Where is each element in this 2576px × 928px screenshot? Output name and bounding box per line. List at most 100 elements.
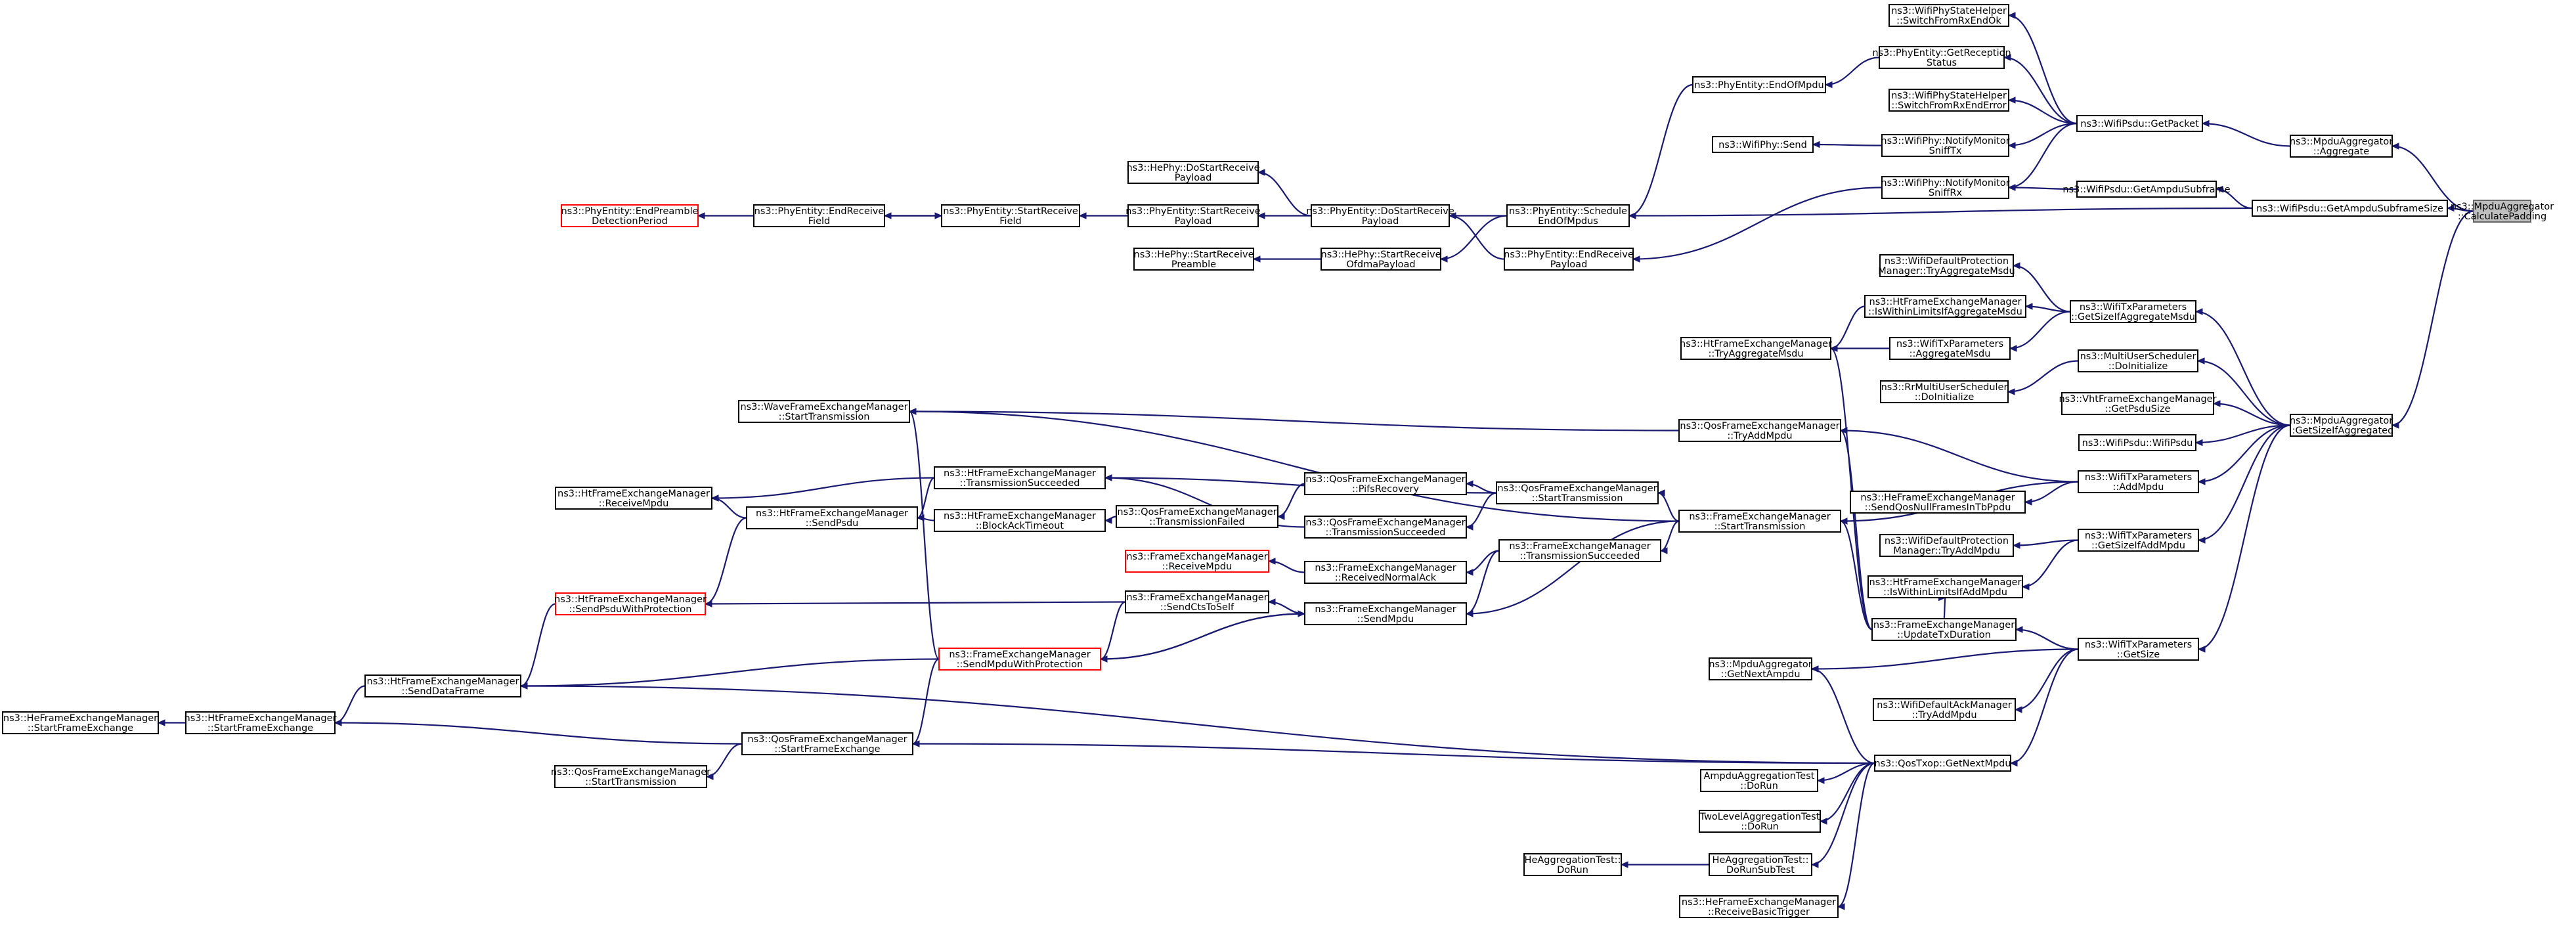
edge-arrowhead xyxy=(1810,665,1819,673)
node-label-line: ::AddMpdu xyxy=(2113,482,2164,493)
edge-line xyxy=(2013,265,2071,313)
node-getAmpduSubframeSize[interactable]: ns3::WifiPsdu::GetAmpduSubframeSize xyxy=(2252,200,2448,217)
node-wifiPhySend[interactable]: ns3::WifiPhy::Send xyxy=(1712,136,1814,153)
node-feReceivedNormalAck[interactable]: ns3::FrameExchangeManager::ReceivedNorma… xyxy=(1304,561,1467,584)
node-qosTransmissionFailed[interactable]: ns3::QosFrameExchangeManager::Transmissi… xyxy=(1116,505,1278,528)
node-feSendCtsToSelf[interactable]: ns3::FrameExchangeManager::SendCtsToSelf xyxy=(1125,590,1269,613)
node-ampduAggTestDoRun[interactable]: AmpduAggregationTest::DoRun xyxy=(1700,769,1818,792)
node-wifiPsduCtor[interactable]: ns3::WifiPsdu::WifiPsdu xyxy=(2078,434,2196,451)
node-htIsWithinLimitsMsdu[interactable]: ns3::HtFrameExchangeManager::IsWithinLim… xyxy=(1864,295,2026,318)
node-getPacket[interactable]: ns3::WifiPsdu::GetPacket xyxy=(2076,115,2203,132)
node-vhtGetPsduSize[interactable]: ns3::VhtFrameExchangeManager::GetPsduSiz… xyxy=(2059,392,2217,415)
node-defAckTryAddMpdu[interactable]: ns3::WifiDefaultAckManager::TryAddMpdu xyxy=(1873,698,2016,721)
node-mpduAggGetNextAmpdu[interactable]: ns3::MpduAggregator::GetNextAmpdu xyxy=(1709,657,1812,680)
node-box xyxy=(2078,349,2198,372)
node-getSizeIfAggregated[interactable]: ns3::MpduAggregator::GetSizeIfAggregated xyxy=(2289,414,2394,437)
node-label-line: ns3::HtFrameExchangeManager xyxy=(557,489,710,499)
node-defProtTryAggMsdu[interactable]: ns3::WifiDefaultProtectionManager::TryAg… xyxy=(1878,254,2015,277)
node-muSchedDoInit[interactable]: ns3::MultiUserScheduler::DoInitialize xyxy=(2078,349,2198,372)
node-label-line: ::StartFrameExchange xyxy=(28,723,133,734)
node-getAmpduSubframe[interactable]: ns3::WifiPsdu::GetAmpduSubframe xyxy=(2063,181,2231,198)
node-txParamsAggregateMsdu[interactable]: ns3::WifiTxParameters::AggregateMsdu xyxy=(1889,337,2011,360)
node-feTransmissionSucceeded[interactable]: ns3::FrameExchangeManager::TransmissionS… xyxy=(1498,539,1661,562)
node-endOfMpdu[interactable]: ns3::PhyEntity::EndOfMpdu xyxy=(1692,76,1826,93)
node-heStartFrameExchange[interactable]: ns3::HeFrameExchangeManager::StartFrameE… xyxy=(2,711,159,734)
node-qosTransmissionSucceeded[interactable]: ns3::QosFrameExchangeManager::Transmissi… xyxy=(1304,516,1467,539)
node-heSendQosNull[interactable]: ns3::HeFrameExchangeManager::SendQosNull… xyxy=(1850,491,2026,514)
node-txParamsAddMpdu[interactable]: ns3::WifiTxParameters::AddMpdu xyxy=(2078,470,2199,493)
node-htStartFrameExchange[interactable]: ns3::HtFrameExchangeManager::StartFrameE… xyxy=(185,711,337,734)
edge-line xyxy=(1466,492,1497,528)
edge-arrowhead xyxy=(1257,212,1265,219)
node-label-line: ns3::WifiDefaultProtection xyxy=(1885,256,2009,267)
node-htSendPsdu[interactable]: ns3::HtFrameExchangeManager::SendPsdu xyxy=(746,506,918,529)
node-label-line: ::StartTransmission xyxy=(779,412,870,422)
node-defProtTryAddMpdu[interactable]: ns3::WifiDefaultProtectionManager::TryAd… xyxy=(1879,534,2014,557)
node-htSendDataFrame[interactable]: ns3::HtFrameExchangeManager::SendDataFra… xyxy=(364,674,521,697)
node-txParamsGetSize[interactable]: ns3::WifiTxParameters::GetSize xyxy=(2078,638,2199,661)
node-htBlockAckTimeout[interactable]: ns3::HtFrameExchangeManager::BlockAckTim… xyxy=(934,509,1106,532)
node-heAggTestDoRunSubTest[interactable]: HeAggregationTest::DoRunSubTest xyxy=(1709,853,1812,876)
edge-arrowhead xyxy=(1657,489,1665,497)
edge-htReceiveMpdu-to-htSendPsdu xyxy=(710,495,747,519)
node-label-line: ::TryAggregateMsdu xyxy=(1708,349,1803,359)
node-qosStartTransmission2[interactable]: ns3::QosFrameExchangeManager::StartTrans… xyxy=(551,765,710,788)
edge-arrowhead xyxy=(2007,142,2016,149)
node-heReceiveBasicTrigger[interactable]: ns3::HeFrameExchangeManager::ReceiveBasi… xyxy=(1679,895,1839,918)
node-qosTxopGetNextMpdu[interactable]: ns3::QosTxop::GetNextMpdu xyxy=(1874,755,2011,772)
edge-arrowhead xyxy=(697,212,705,219)
edge-feTransmissionSucceeded-to-feStartTransmission xyxy=(1659,520,1680,554)
node-switchFromRxEndError[interactable]: ns3::WifiPhyStateHelper::SwitchFromRxEnd… xyxy=(1888,89,2009,112)
node-getSizeIfAddMpdu[interactable]: ns3::WifiTxParameters::GetSizeIfAddMpdu xyxy=(2078,529,2199,552)
node-waveStartTransmission[interactable]: ns3::WaveFrameExchangeManager::StartTran… xyxy=(738,400,910,423)
edge-line xyxy=(2008,122,2078,188)
node-qosPifsRecovery[interactable]: ns3::QosFrameExchangeManager::PifsRecove… xyxy=(1304,472,1467,495)
node-feUpdateTxDuration[interactable]: ns3::FrameExchangeManager::UpdateTxDurat… xyxy=(1871,618,2017,641)
node-feSendMpduWithProtection[interactable]: ns3::FrameExchangeManager::SendMpduWithP… xyxy=(938,648,1101,671)
node-label-line: ::TransmissionSucceeded xyxy=(1520,551,1640,562)
edge-arrowhead xyxy=(1839,427,1848,434)
node-label-line: ::Aggregate xyxy=(2313,146,2369,157)
node-label-line: ns3::VhtFrameExchangeManager xyxy=(2059,394,2216,405)
edge-txParamsAggregateMsdu-to-getSizeIfAggregateMsdu xyxy=(2009,311,2071,352)
edge-feSendMpduWithProtection-to-feSendCtsToSelf xyxy=(1099,601,1126,663)
node-qosStartTransmission[interactable]: ns3::QosFrameExchangeManager::StartTrans… xyxy=(1496,481,1659,504)
node-label-line: ::DoInitialize xyxy=(2108,361,2168,372)
node-feStartTransmission[interactable]: ns3::FrameExchangeManager::StartTransmis… xyxy=(1678,510,1841,533)
node-aggregate[interactable]: ns3::MpduAggregator::Aggregate xyxy=(2290,135,2393,158)
edge-line xyxy=(912,658,940,745)
node-htIsWithinLimitsMpdu[interactable]: ns3::HtFrameExchangeManager::IsWithinLim… xyxy=(1867,575,2023,598)
edge-arrowhead xyxy=(2197,537,2206,544)
node-twoLevelAggTestDoRun[interactable]: TwoLevelAggregationTest::DoRun xyxy=(1699,810,1821,833)
node-endPreambleDetection[interactable]: ns3::PhyEntity::EndPreambleDetectionPeri… xyxy=(561,204,699,227)
node-label-line: ::PifsRecovery xyxy=(1352,484,1420,495)
node-feReceiveMpdu[interactable]: ns3::FrameExchangeManager::ReceiveMpdu xyxy=(1125,550,1269,573)
node-getSizeIfAggregateMsdu[interactable]: ns3::WifiTxParameters::GetSizeIfAggregat… xyxy=(2070,300,2196,323)
node-heAggTestDoRun[interactable]: HeAggregationTest::DoRun xyxy=(1523,853,1622,876)
node-htReceiveMpdu[interactable]: ns3::HtFrameExchangeManager::ReceiveMpdu xyxy=(555,487,712,510)
node-label-line: ns3::MpduAggregator xyxy=(2451,202,2554,212)
node-switchFromRxEndOk[interactable]: ns3::WifiPhyStateHelper::SwitchFromRxEnd… xyxy=(1888,4,2009,27)
node-htSendPsduWithProtection[interactable]: ns3::HtFrameExchangeManager::SendPsduWit… xyxy=(554,592,707,615)
edge-line xyxy=(2198,424,2291,541)
node-box xyxy=(938,648,1101,671)
edge-vhtGetPsduSize-to-getSizeIfAggregated xyxy=(2212,400,2291,426)
node-htTryAggregateMsdu[interactable]: ns3::HtFrameExchangeManager::TryAggregat… xyxy=(1680,337,1832,360)
node-qosStartFrameExchange[interactable]: ns3::QosFrameExchangeManager::StartFrame… xyxy=(741,732,913,755)
node-feSendMpdu[interactable]: ns3::FrameExchangeManager::SendMpdu xyxy=(1304,602,1467,625)
node-qosTryAddMpdu[interactable]: ns3::QosFrameExchangeManager::TryAddMpdu xyxy=(1678,419,1841,442)
node-htTransmissionSucceeded[interactable]: ns3::HtFrameExchangeManager::Transmissio… xyxy=(934,466,1106,489)
node-rrMuSchedDoInit[interactable]: ns3::RrMultiUserScheduler::DoInitialize xyxy=(1880,380,2009,403)
